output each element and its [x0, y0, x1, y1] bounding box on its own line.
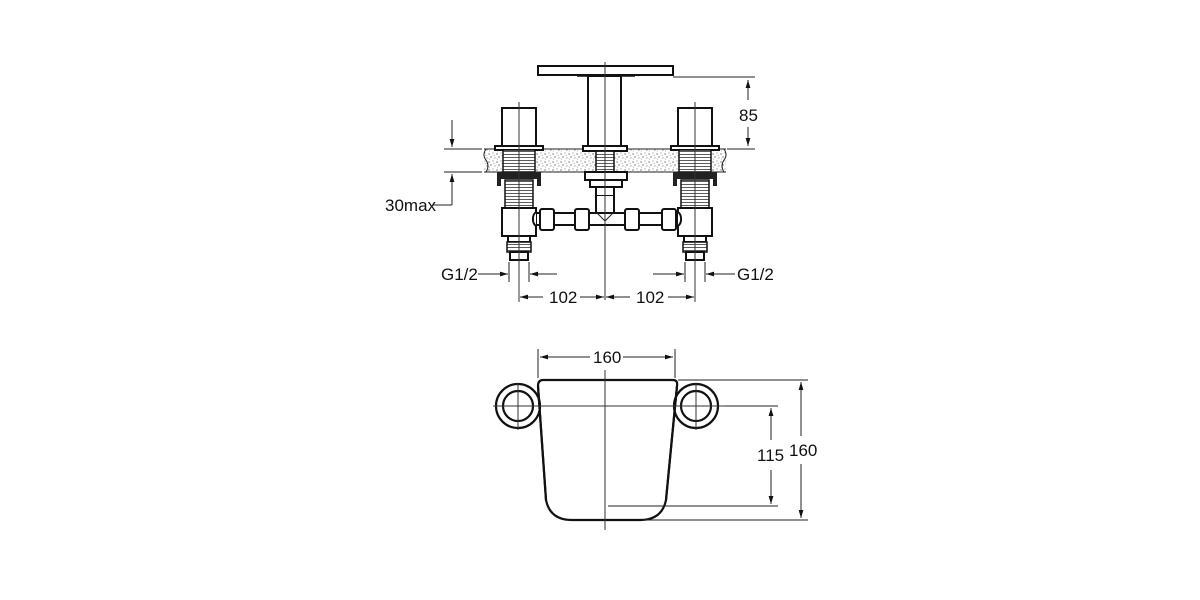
front-view: 85 30max G1/2 G1/2: [385, 62, 774, 307]
handle-offset-dimension: 115: [608, 405, 784, 507]
dim-160-width: 160: [593, 348, 621, 367]
spout-height-dimension: 85: [673, 76, 758, 150]
dim-115: 115: [757, 446, 784, 465]
dim-102-left: 102: [549, 288, 577, 307]
dim-g12-right: G1/2: [737, 265, 774, 284]
dim-g12-left: G1/2: [441, 265, 478, 284]
spout-depth-dimension: 160: [642, 379, 817, 521]
dim-30max: 30max: [385, 196, 437, 215]
dim-102-right: 102: [636, 288, 664, 307]
dim-85: 85: [739, 106, 758, 125]
manifold-pipe: [531, 208, 683, 231]
plan-view: 160 115 160: [493, 348, 817, 530]
deck-thickness-dimension: 30max: [385, 120, 482, 215]
spout-outline: [536, 378, 679, 522]
spout-width-dimension: 160: [537, 348, 676, 378]
dim-160-depth: 160: [789, 441, 817, 460]
spacing-dimension: 102 102: [520, 288, 694, 307]
inlet-left-dimension: G1/2: [441, 262, 557, 284]
inlet-right-dimension: G1/2: [653, 262, 774, 284]
